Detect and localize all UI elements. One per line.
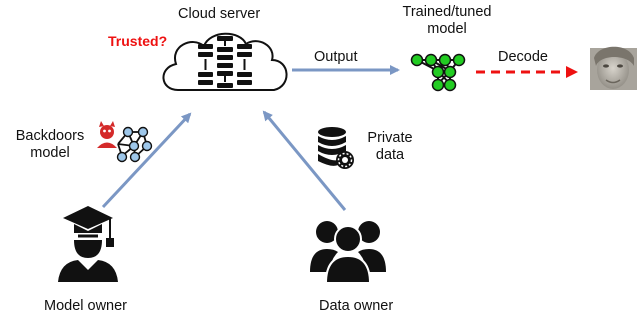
backdoor-network-icon: [116, 126, 153, 163]
trusted-question-label: Trusted?: [108, 33, 168, 49]
backdoors-model-label-line1: Backdoors: [15, 128, 85, 144]
neural-network-icon: [410, 53, 466, 92]
model-owner-label: Model owner: [44, 298, 128, 314]
output-label: Output: [314, 49, 358, 65]
cloud-server-icon: [162, 32, 288, 91]
backdoors-model-label: Backdoors model: [10, 128, 90, 162]
group-users-icon: [310, 221, 386, 284]
trained-model-label-line2: model: [427, 21, 467, 37]
data-upload-arrow: [262, 110, 347, 211]
model-upload-arrow: [101, 112, 192, 209]
decode-label: Decode: [498, 49, 548, 65]
private-data-label-line1: Private: [367, 130, 413, 146]
private-data-label-line2: data: [375, 147, 405, 163]
data-owner-label: Data owner: [319, 298, 394, 314]
backdoors-model-label-line2: model: [30, 145, 70, 161]
trained-model-label-line1: Trained/tuned: [402, 4, 492, 20]
database-lock-icon: [318, 127, 354, 169]
trained-model-label: Trained/tuned model: [392, 4, 502, 38]
graduate-user-icon: [58, 206, 118, 282]
devil-icon: [97, 121, 117, 148]
face-photo-icon: [590, 46, 637, 90]
private-data-label: Private data: [360, 130, 420, 164]
cloud-server-label: Cloud server: [178, 6, 261, 22]
